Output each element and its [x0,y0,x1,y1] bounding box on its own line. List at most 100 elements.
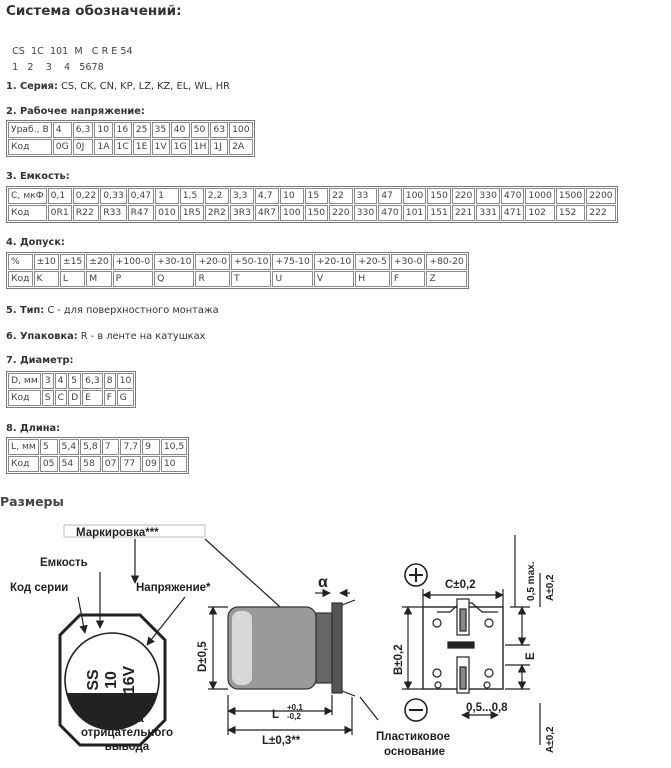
table-cell: Z [426,271,467,287]
table-cell: +50-10 [231,254,272,270]
c-dim-label: С±0,2 [445,579,476,591]
table-cell: 3R3 [229,205,254,221]
table-cell: 05 [39,456,58,472]
code-part: CS [12,46,25,57]
table-cell: 1 [155,188,179,204]
table-cell: 100 [280,205,304,221]
code-part: M [74,46,83,57]
table-cell: % [8,254,33,270]
table-cell: M [86,271,112,287]
table-cell: 1V [151,139,170,155]
neg-mark-label-2: отрицательного [81,727,173,739]
table-cell: Код [8,456,39,472]
code-num: 3 [45,62,52,73]
table-cell: 10 [116,373,135,389]
table-cell: ±15 [59,254,86,270]
table-cell: 5,4 [58,439,80,455]
table-cell: D [68,390,82,406]
table-cell: 10,5 [160,439,188,455]
table-cell: F [103,390,116,406]
section-tolerance-title: 4. Допуск: [6,237,65,248]
table-cell: 150 [427,188,451,204]
table-cell: 22 [329,188,353,204]
marking-label: Маркировка*** [76,527,159,539]
table-cell: ±10 [33,254,59,270]
table-cell: T [231,271,272,287]
table-cell: 77 [120,456,142,472]
table-cell: F [390,271,426,287]
table-cell: 330 [353,205,378,221]
table-cell: 07 [101,456,120,472]
neg-mark-label-1: Метка [110,713,144,725]
table-cell: R22 [72,205,100,221]
table-cell: 470 [378,205,402,221]
table-header-row: %±10±15±20+100-0+30-10+20-0+50-10+75-10+… [8,254,467,270]
code-num: 4 [64,62,71,73]
table-cell: 6,3 [72,122,94,138]
table-cell: 4 [52,122,72,138]
table-cell: 1C [113,139,132,155]
table-cell: +30-0 [390,254,426,270]
dimensions-drawing: Маркировка*** Емкость Код серии Напряжен… [10,524,556,758]
plastic-label-2: основание [384,746,445,758]
table-cell: 10 [94,122,113,138]
table-cell: 1E [132,139,151,155]
table-cell: +75-10 [272,254,313,270]
code-example: CS 1C 101 M C R E 54 [6,35,133,57]
table-cell: P [112,271,154,287]
table-cell: 100 [402,188,427,204]
code-num: 5 [79,62,86,73]
section-length-title: 8. Длина: [6,423,61,434]
table-cell: 6,3 [82,373,103,389]
table-cell: 2A [229,139,253,155]
table-cell: 09 [142,456,160,472]
table-cell: 4 [54,373,68,389]
code-num: 8 [97,62,104,73]
table-cell: 2200 [586,188,616,204]
table-cell: 2,2 [204,188,229,204]
table-cell: 7,7 [120,439,142,455]
page-title: Система обозначений: [6,3,182,19]
table-cell: 54 [58,456,80,472]
table-cell: H [355,271,390,287]
code-part: 54 [120,46,133,57]
table-cell: 0G [52,139,72,155]
neg-mark-label-3: вывода [105,741,150,753]
section-capacity-title: 3. Емкость: [6,171,70,182]
side-view [208,588,379,735]
table-cell: 1500 [555,188,586,204]
cap-marking-series: SS [85,669,102,691]
table-cell: 0,22 [72,188,100,204]
series-code-label: Код серии [10,582,68,594]
table-cell: 8 [103,373,116,389]
code-part: E [111,46,118,57]
table-cell: U [272,271,313,287]
cap-marking-capacity: 10 [103,671,120,689]
table-cell: ±20 [86,254,112,270]
table-cell: G [116,390,135,406]
max-dim-label: 0,5 max. [526,561,537,601]
table-cell: Код [8,139,52,155]
table-cell: +80-20 [426,254,467,270]
table-cell: +20-10 [313,254,355,270]
table-cell: 5 [39,439,58,455]
code-part: C [91,46,99,57]
table-cell: 4,7 [254,188,279,204]
table-cell: D, мм [8,373,41,389]
table-cell: 330 [476,188,500,204]
table-cell: 47 [378,188,402,204]
table-cell: Код [8,390,41,406]
table-cell: 1A [94,139,113,155]
table-cell: 1J [210,139,229,155]
table-cell: K [33,271,59,287]
e-dim-label: E [525,652,537,660]
table-cell: +100-0 [112,254,154,270]
table-cell: 3 [41,373,54,389]
